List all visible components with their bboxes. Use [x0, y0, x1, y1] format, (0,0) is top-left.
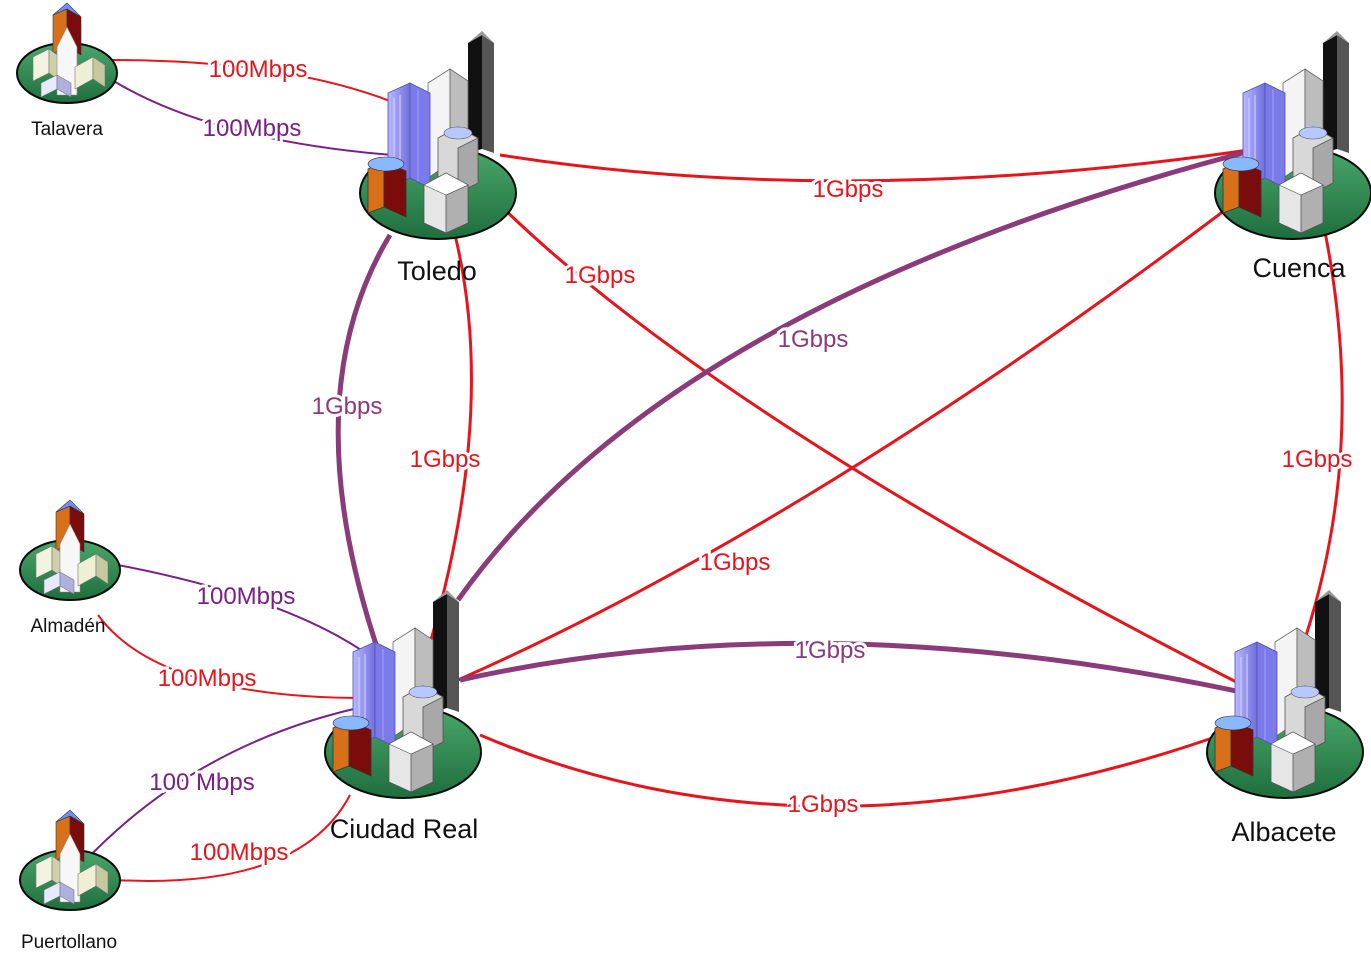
link-label-talavera-toledo-red: 100Mbps: [209, 56, 308, 83]
node-ciudad-real[interactable]: [324, 589, 482, 799]
town-icon: [19, 809, 121, 911]
link-talavera-toledo-purple: [111, 79, 393, 156]
link-puertollano-ciudadreal-red: [114, 794, 351, 882]
link-label-toledo-ciudadreal-red: 1Gbps: [410, 446, 481, 473]
link-label-talavera-toledo-purple: 100Mbps: [203, 115, 302, 142]
node-label-puertollano: Puertollano: [21, 932, 117, 953]
link-label-ciudadreal-albacete-red: 1Gbps: [788, 791, 859, 818]
link-almaden-ciudadreal-purple: [117, 564, 383, 666]
town-icon: [16, 2, 118, 104]
link-label-puertollano-ciudadreal-red: 100Mbps: [190, 839, 289, 866]
link-puertollano-ciudadreal-purple: [83, 704, 373, 863]
node-label-almaden: Almadén: [31, 616, 106, 637]
node-label-ciudad-real: Ciudad Real: [330, 814, 479, 844]
node-almaden[interactable]: [19, 499, 121, 601]
link-label-almaden-ciudadreal-red: 100Mbps: [158, 665, 257, 692]
link-toledo-ciudadreal-purple: [335, 233, 393, 666]
link-label-almaden-ciudadreal-purple: 100Mbps: [197, 583, 296, 610]
link-almaden-ciudadreal-red: [97, 614, 376, 700]
node-albacete[interactable]: [1206, 589, 1364, 799]
link-cuenca-albacete: [1295, 231, 1344, 663]
city-icon: [324, 589, 482, 799]
link-label-ciudadreal-albacete-purple: 1Gbps: [795, 637, 866, 664]
city-icon: [359, 30, 517, 240]
city-icon: [1214, 30, 1371, 240]
node-label-toledo: Toledo: [397, 256, 477, 286]
link-label-cuenca-ciudadreal-purple: 1Gbps: [778, 326, 849, 353]
link-cuenca-ciudadreal-purple: [455, 145, 1263, 602]
node-talavera[interactable]: [16, 2, 118, 104]
link-label-cuenca-ciudadreal-red: 1Gbps: [700, 549, 771, 576]
city-icon: [1206, 589, 1364, 799]
link-ciudadreal-albacete-red: [479, 728, 1236, 808]
links-layer: [83, 59, 1344, 882]
link-label-toledo-albacete: 1Gbps: [565, 262, 636, 289]
link-ciudadreal-albacete-purple: [459, 640, 1256, 698]
link-label-cuenca-albacete: 1Gbps: [1282, 446, 1353, 473]
node-cuenca[interactable]: [1214, 30, 1371, 240]
link-toledo-albacete: [498, 203, 1253, 692]
node-label-talavera: Talavera: [31, 119, 103, 140]
link-label-toledo-ciudadreal-purple: 1Gbps: [312, 393, 383, 420]
link-label-toledo-cuenca: 1Gbps: [813, 176, 884, 203]
node-toledo[interactable]: [359, 30, 517, 240]
link-label-puertollano-ciudadreal-purple: 100 Mbps: [149, 769, 254, 796]
link-cuenca-ciudadreal-red: [457, 180, 1263, 682]
link-talavera-toledo-red: [111, 59, 413, 111]
link-labels-layer: 100Mbps 100Mbps 1Gbps 1Gbps 1Gbps 1Gbps …: [146, 53, 1355, 869]
node-label-albacete: Albacete: [1231, 817, 1336, 847]
node-puertollano[interactable]: [19, 809, 121, 911]
town-icon: [19, 499, 121, 601]
node-label-cuenca: Cuenca: [1252, 253, 1346, 283]
link-toledo-cuenca: [499, 146, 1263, 183]
